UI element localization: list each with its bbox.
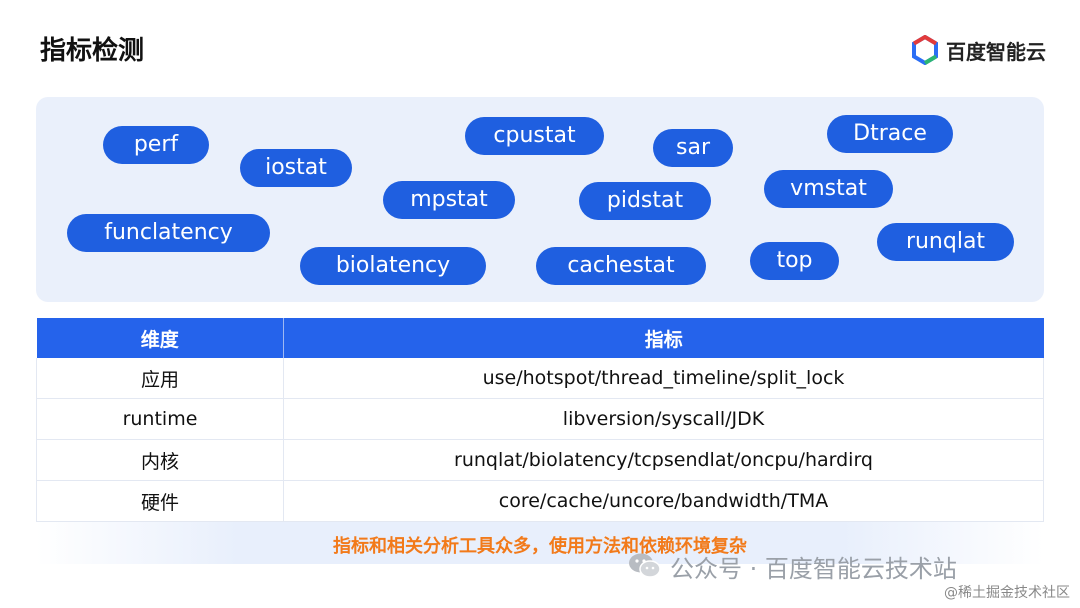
table-row: 内核 runqlat/biolatency/tcpsendlat/oncpu/h…: [36, 439, 1044, 481]
summary-note: 指标和相关分析工具众多，使用方法和依赖环境复杂: [333, 536, 747, 557]
column-header-metrics: 指标: [283, 318, 1044, 358]
summary-banner: 指标和相关分析工具众多，使用方法和依赖环境复杂: [36, 522, 1044, 564]
tool-pill-top: top: [750, 242, 839, 280]
watermark-text: 公众号 · 百度智能云技术站: [670, 554, 957, 583]
tool-pill-vmstat: vmstat: [764, 170, 893, 208]
baidu-cloud-logo-icon: [912, 35, 938, 65]
brand-name: 百度智能云: [946, 39, 1046, 64]
tool-pill-dtrace: Dtrace: [827, 115, 953, 153]
tool-pill-funclatency: funclatency: [67, 214, 270, 252]
tool-pill-biolatency: biolatency: [300, 247, 486, 285]
metrics-cell: use/hotspot/thread_timeline/split_lock: [283, 358, 1044, 399]
metrics-cell: core/cache/uncore/bandwidth/TMA: [283, 480, 1044, 522]
dimension-cell: runtime: [36, 398, 284, 440]
tools-panel: perf iostat cpustat sar Dtrace mpstat pi…: [36, 97, 1044, 302]
metrics-table: 维度 指标 应用 use/hotspot/thread_timeline/spl…: [36, 318, 1044, 522]
tool-pill-sar: sar: [653, 129, 733, 167]
tool-pill-mpstat: mpstat: [383, 181, 515, 219]
dimension-cell: 硬件: [36, 480, 284, 522]
tool-pill-perf: perf: [103, 126, 209, 164]
table-header-row: 维度 指标: [36, 318, 1044, 358]
brand-logo: 百度智能云: [910, 32, 1046, 68]
metrics-cell: libversion/syscall/JDK: [283, 398, 1044, 440]
page-title: 指标检测: [40, 36, 145, 66]
column-header-dimension: 维度: [36, 318, 284, 358]
tool-pill-pidstat: pidstat: [579, 182, 711, 220]
wechat-icon: [629, 553, 661, 578]
dimension-cell: 应用: [36, 358, 284, 399]
metrics-cell: runqlat/biolatency/tcpsendlat/oncpu/hard…: [283, 439, 1044, 481]
dimension-cell: 内核: [36, 439, 284, 481]
tool-pill-runqlat: runqlat: [877, 223, 1014, 261]
table-row: 应用 use/hotspot/thread_timeline/split_loc…: [36, 358, 1044, 399]
table-row: 硬件 core/cache/uncore/bandwidth/TMA: [36, 480, 1044, 522]
watermark: 公众号 · 百度智能云技术站: [628, 550, 957, 583]
tool-pill-cpustat: cpustat: [465, 117, 604, 155]
tool-pill-cachestat: cachestat: [536, 247, 706, 285]
source-credit: @稀土掘金技术社区: [944, 585, 1070, 601]
table-row: runtime libversion/syscall/JDK: [36, 398, 1044, 440]
tool-pill-iostat: iostat: [240, 149, 352, 187]
